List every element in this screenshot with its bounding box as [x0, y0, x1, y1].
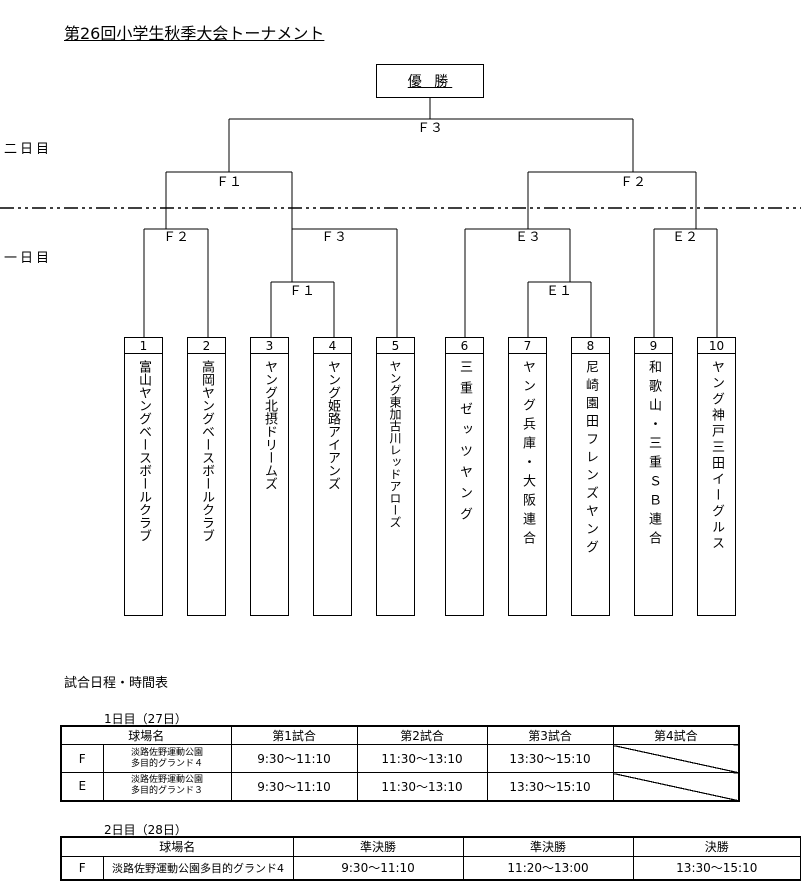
venue-line: 多目的グランド４ [131, 758, 204, 769]
page-title: 第26回小学生秋季大会トーナメント [64, 24, 325, 43]
time-cell: 13:30～15:10 [486, 772, 614, 801]
header-venue: 球場名 [60, 836, 294, 857]
match-q1-label: Ｆ２ [160, 230, 192, 245]
time-cell: 9:30～11:10 [230, 772, 358, 801]
team-name: 富山ヤングベースボールクラブ [136, 360, 151, 542]
day1-caption: 1日目（27日） [104, 712, 187, 726]
team-name: ヤング姫路アイアンズ [325, 360, 340, 490]
header-cell: 準決勝 [292, 836, 464, 857]
team-name-box: 和歌山・三重ＳＢ連合 [634, 354, 673, 616]
empty-slot-cell [612, 744, 740, 773]
team-name-box: 三重ゼッツヤング [445, 354, 484, 616]
day1-schedule-table: 球場名 第1試合 第2試合 第3試合 第4試合 F 淡路佐野運動公園多目的グラン… [60, 725, 741, 802]
venue-name: 淡路佐野運動公園多目的グランド4 [102, 855, 294, 881]
team-name: ヤング東加古川レッドアローズ [388, 360, 402, 528]
match-r1-label: Ｆ１ [286, 284, 318, 299]
table-header-row: 球場名 第1試合 第2試合 第3試合 第4試合 [60, 725, 740, 745]
header-cell: 第1試合 [230, 725, 358, 745]
time-cell: 11:30～13:10 [356, 772, 488, 801]
table-header-row: 球場名 準決勝 準決勝 決勝 [60, 836, 801, 857]
team-name-box: ヤング姫路アイアンズ [313, 354, 352, 616]
header-cell: 第2試合 [356, 725, 488, 745]
team-name: ヤング兵庫・大阪連合 [520, 360, 535, 550]
match-q3-label: Ｅ３ [512, 230, 544, 245]
team-number: 3 [250, 337, 289, 354]
day1-label: 一日目 [4, 251, 53, 266]
team-number: 5 [376, 337, 415, 354]
venue-code: F [60, 744, 104, 773]
table-row: F 淡路佐野運動公園多目的グランド4 9:30～11:10 11:20～13:0… [60, 855, 801, 881]
time-cell: 9:30～11:10 [292, 855, 464, 881]
match-semi-left-label: Ｆ１ [213, 175, 245, 190]
match-final-label: Ｆ３ [414, 121, 446, 136]
day2-label: 二日目 [4, 142, 53, 157]
venue-line: 淡路佐野運動公園 [131, 775, 204, 786]
day2-caption: 2日目（28日） [104, 823, 187, 837]
match-q2-label: Ｆ３ [318, 230, 350, 245]
venue-name: 淡路佐野運動公園多目的グランド４ [102, 744, 232, 773]
table-row: E 淡路佐野運動公園多目的グランド３ 9:30～11:10 11:30～13:1… [60, 772, 740, 801]
schedule-title: 試合日程・時間表 [64, 676, 169, 691]
venue-line: 淡路佐野運動公園 [131, 747, 204, 758]
venue-code: E [60, 772, 104, 801]
team-number: 8 [571, 337, 610, 354]
team-number: 2 [187, 337, 226, 354]
match-q4-label: Ｅ２ [669, 230, 701, 245]
team-name: 高岡ヤングベースボールクラブ [199, 360, 214, 542]
header-cell: 第3試合 [486, 725, 614, 745]
team-name: ヤング北摂ドリームズ [262, 360, 277, 490]
header-cell: 準決勝 [462, 836, 634, 857]
venue-name: 淡路佐野運動公園多目的グランド３ [102, 772, 232, 801]
header-cell: 決勝 [632, 836, 801, 857]
match-semi-right-label: Ｆ２ [617, 175, 649, 190]
venue-line: 多目的グランド３ [131, 786, 204, 797]
team-number: 1 [124, 337, 163, 354]
match-r2-label: Ｅ１ [543, 284, 575, 299]
team-name: ヤング神戸三田イーグルス [709, 360, 724, 552]
team-name-box: ヤング北摂ドリームズ [250, 354, 289, 616]
team-number: 6 [445, 337, 484, 354]
team-name: 三重ゼッツヤング [457, 360, 472, 528]
team-number: 10 [697, 337, 736, 354]
team-name-box: 高岡ヤングベースボールクラブ [187, 354, 226, 616]
team-name-box: ヤング東加古川レッドアローズ [376, 354, 415, 616]
time-cell: 11:30～13:10 [356, 744, 488, 773]
team-number: 9 [634, 337, 673, 354]
time-cell: 13:30～15:10 [486, 744, 614, 773]
team-name: 尼崎園田フレンズヤング [583, 360, 598, 558]
team-name-box: ヤング神戸三田イーグルス [697, 354, 736, 616]
champion-label: 優 勝 [407, 74, 453, 90]
header-venue: 球場名 [60, 725, 232, 745]
champion-box: 優 勝 [376, 64, 484, 98]
team-name-box: ヤング兵庫・大阪連合 [508, 354, 547, 616]
empty-slot-cell [612, 772, 740, 801]
header-cell: 第4試合 [612, 725, 740, 745]
day2-schedule-table: 球場名 準決勝 準決勝 決勝 F 淡路佐野運動公園多目的グランド4 9:30～1… [60, 836, 801, 881]
team-number: 7 [508, 337, 547, 354]
time-cell: 13:30～15:10 [632, 855, 801, 881]
table-row: F 淡路佐野運動公園多目的グランド４ 9:30～11:10 11:30～13:1… [60, 744, 740, 773]
team-number: 4 [313, 337, 352, 354]
venue-code: F [60, 855, 104, 881]
team-name-box: 尼崎園田フレンズヤング [571, 354, 610, 616]
time-cell: 9:30～11:10 [230, 744, 358, 773]
team-name: 和歌山・三重ＳＢ連合 [646, 360, 661, 550]
time-cell: 11:20～13:00 [462, 855, 634, 881]
team-name-box: 富山ヤングベースボールクラブ [124, 354, 163, 616]
